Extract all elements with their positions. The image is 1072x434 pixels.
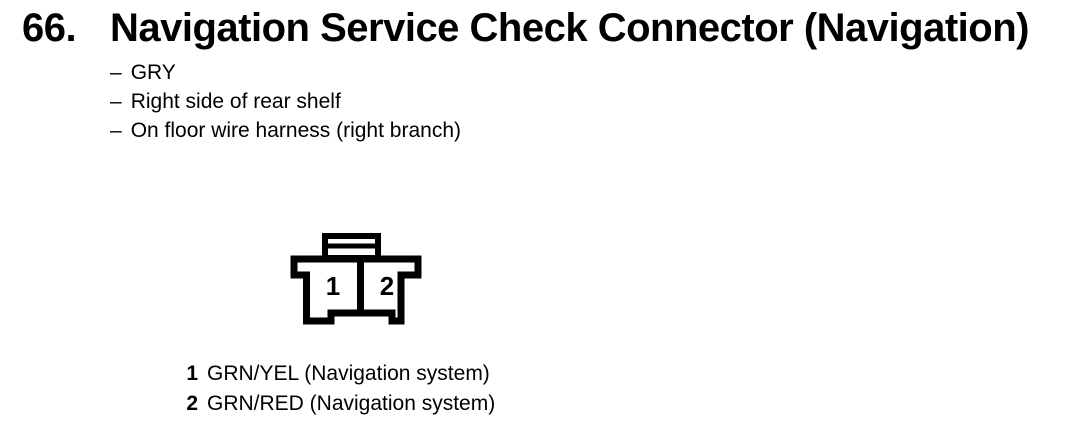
connector-details-list: –GRY –Right side of rear shelf –On floor… bbox=[110, 58, 461, 145]
pin-2-label: GRN/RED (Navigation system) bbox=[207, 392, 496, 415]
connector-diagram: 1 2 bbox=[290, 233, 422, 325]
dash-bullet: – bbox=[110, 61, 122, 84]
pin-1-label: GRN/YEL (Navigation system) bbox=[207, 362, 490, 385]
dash-bullet: – bbox=[110, 119, 122, 142]
detail-harness: –On floor wire harness (right branch) bbox=[110, 116, 461, 145]
cavity-2-number: 2 bbox=[380, 271, 394, 301]
dash-bullet: – bbox=[110, 90, 122, 113]
detail-location: –Right side of rear shelf bbox=[110, 87, 461, 116]
section-title-row: 66. Navigation Service Check Connector (… bbox=[22, 7, 1029, 49]
detail-color: –GRY bbox=[110, 58, 461, 87]
page-title: Navigation Service Check Connector (Navi… bbox=[110, 6, 1029, 50]
pin-legend: 1 GRN/YEL (Navigation system) 2 GRN/RED (N… bbox=[185, 359, 495, 419]
pin-row-2: 2 GRN/RED (Navigation system) bbox=[185, 389, 495, 419]
pin-row-1: 1 GRN/YEL (Navigation system) bbox=[185, 359, 495, 389]
pin-2-number: 2 bbox=[186, 392, 198, 415]
section-number: 66. bbox=[22, 6, 77, 50]
pin-1-number: 1 bbox=[186, 362, 198, 385]
connector-body-outline bbox=[290, 255, 422, 325]
cavity-1-number: 1 bbox=[326, 271, 340, 301]
